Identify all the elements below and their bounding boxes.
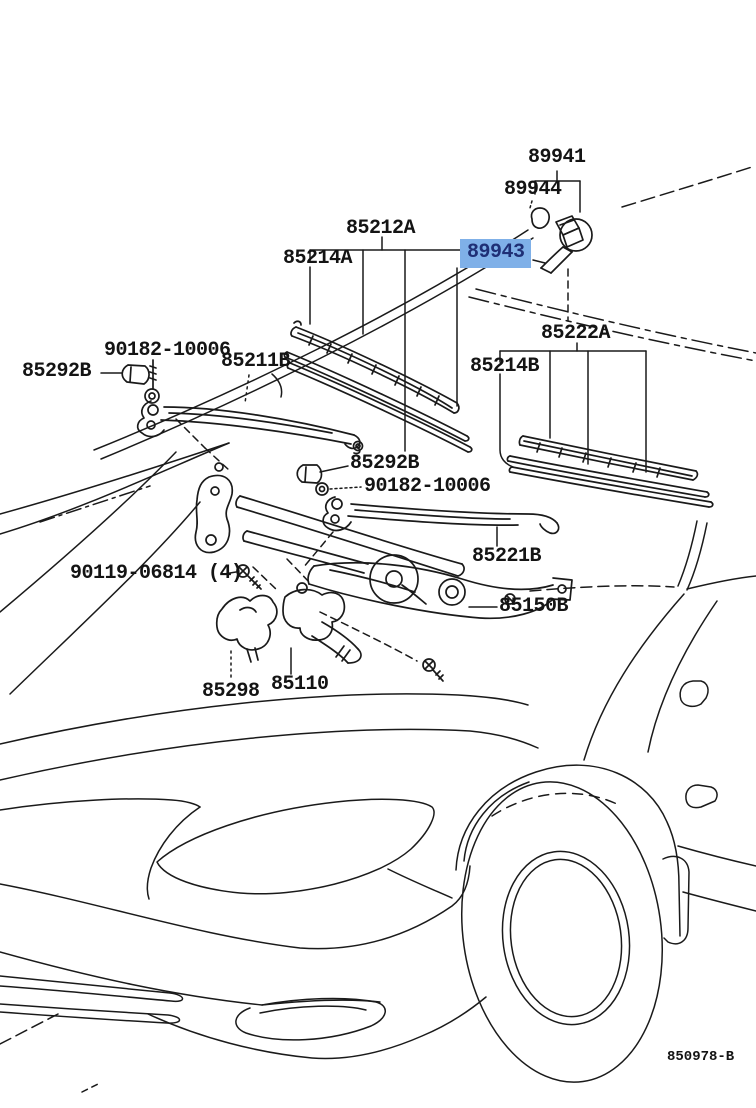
wiper-arm-rear [322, 440, 560, 535]
wheel-arch [455, 764, 681, 937]
fog-lamp-opening [235, 997, 386, 1041]
cowl-garnish [0, 442, 230, 515]
part-label-90182-10006-center: 90182-10006 [364, 475, 491, 498]
washer-nozzle [540, 215, 593, 274]
mud-flap [662, 855, 690, 945]
wiper-arm-front [136, 400, 361, 455]
pivot-nut-left [144, 359, 160, 404]
part-label-89944: 89944 [504, 178, 562, 201]
windshield-base-line [468, 296, 756, 362]
nozzle-grommet [530, 207, 550, 229]
pivot-nut-center [315, 482, 329, 496]
part-label-85222a: 85222A [541, 322, 611, 345]
part-label-85292b-left: 85292B [22, 360, 92, 383]
wiper-parts [121, 207, 714, 682]
bolt-lower [422, 658, 444, 682]
diagram-code: 850978-B [667, 1049, 735, 1065]
bumper-bottom [147, 996, 487, 1060]
part-label-89943-highlighted[interactable]: 89943 [460, 239, 531, 268]
wiper-blade-front [283, 320, 473, 453]
bolt-90119 [236, 564, 262, 590]
pivot-cap-center [296, 464, 323, 484]
side-marker-lamp [679, 680, 709, 708]
part-label-85110: 85110 [271, 673, 329, 696]
headlight [156, 798, 435, 895]
wheel-rim [501, 850, 631, 1026]
windshield-base-line [475, 288, 756, 354]
car-body-outline [0, 166, 756, 1093]
part-label-85298: 85298 [202, 680, 260, 703]
a-pillar [677, 520, 698, 587]
part-label-85150b: 85150B [499, 595, 569, 618]
part-label-85212a: 85212A [346, 217, 416, 240]
pivot-cap-left [121, 364, 150, 385]
part-label-85292b-center: 85292B [350, 452, 420, 475]
motor-bracket [215, 594, 278, 663]
wiper-motor [282, 582, 362, 664]
part-label-85211b: 85211B [221, 350, 291, 373]
part-label-90119-06814: 90119-06814 (4) [70, 562, 243, 585]
grille-slat [0, 1003, 181, 1024]
wiper-link-assembly [194, 462, 573, 620]
part-label-85214a: 85214A [283, 247, 353, 270]
wiper-blade-rear [506, 435, 714, 508]
door-handle [685, 784, 718, 809]
part-label-90182-10006-left: 90182-10006 [104, 339, 231, 362]
part-label-85221b: 85221B [472, 545, 542, 568]
grille-slat [0, 975, 184, 1003]
bumper-top [0, 865, 471, 950]
callout-lines [100, 170, 647, 682]
belt-line [621, 166, 753, 208]
tire [460, 781, 664, 1083]
hood-gap-line [0, 693, 529, 745]
part-label-89941: 89941 [528, 146, 586, 169]
part-label-85214b: 85214B [470, 355, 540, 378]
